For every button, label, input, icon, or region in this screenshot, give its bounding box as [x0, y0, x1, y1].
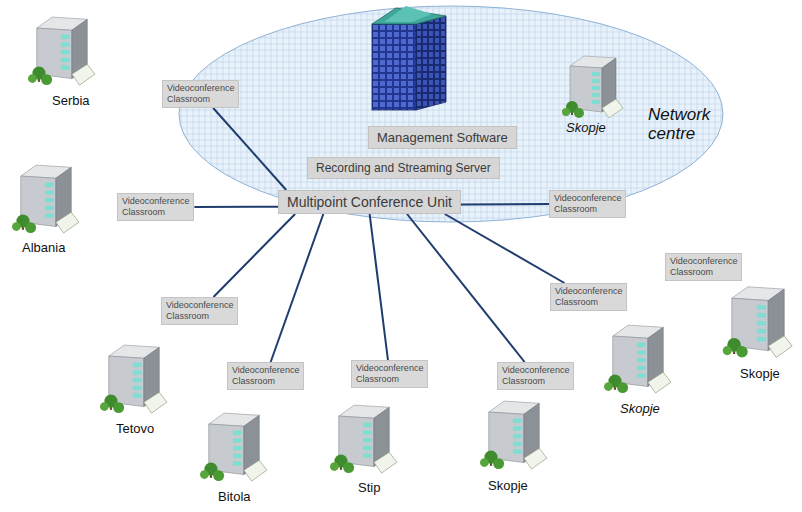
classroom-box: Videoconference Classroom: [117, 193, 194, 221]
box-text: Videoconference Classroom: [167, 83, 234, 105]
classroom-box: Videoconference Classroom: [665, 253, 742, 281]
server-box: Management Software: [368, 126, 517, 149]
office-tower: [372, 6, 446, 110]
box-text: Videoconference Classroom: [502, 365, 569, 387]
classroom-box: Videoconference Classroom: [351, 360, 428, 388]
city-name: Serbia: [52, 93, 90, 108]
box-text: Videoconference Classroom: [166, 300, 233, 322]
video-link: [445, 214, 565, 283]
classroom-box: Videoconference Classroom: [162, 80, 239, 108]
video-link: [370, 214, 388, 360]
classroom-box: Videoconference Classroom: [161, 297, 238, 325]
video-link: [271, 214, 324, 362]
city-name: Bitola: [218, 489, 251, 504]
city-name: Tetovo: [116, 421, 154, 436]
box-text: Multipoint Conference Unit: [287, 194, 452, 210]
server-box: Recording and Streaming Server: [307, 157, 500, 179]
region-ellipse: [179, 6, 723, 222]
box-text: Videoconference Classroom: [356, 363, 423, 385]
classroom-box: Videoconference Classroom: [497, 362, 574, 390]
city-name: Skopje: [488, 478, 528, 493]
city-name: Albania: [22, 240, 65, 255]
network-region: Network centreManagement SoftwareRecordi…: [178, 5, 724, 223]
box-text: Recording and Streaming Server: [316, 161, 491, 175]
video-link: [407, 214, 525, 362]
city-name: Skopje: [740, 366, 780, 381]
box-text: Management Software: [377, 130, 508, 145]
box-text: Videoconference Classroom: [554, 193, 621, 215]
video-link: [194, 206, 278, 208]
box-text: Videoconference Classroom: [232, 365, 299, 387]
classroom-box: Videoconference Classroom: [550, 283, 627, 311]
region-title: Network centre: [648, 105, 710, 143]
classroom-box: Videoconference Classroom: [227, 362, 304, 390]
city-name: Stip: [358, 480, 380, 495]
box-text: Videoconference Classroom: [555, 286, 622, 308]
classroom-box: Videoconference Classroom: [549, 190, 626, 218]
video-link: [461, 203, 549, 205]
server-box: Multipoint Conference Unit: [278, 190, 461, 214]
video-link: [213, 214, 295, 297]
box-text: Videoconference Classroom: [670, 256, 737, 278]
city-name: Skopje: [566, 120, 606, 135]
city-name: Skopje: [620, 401, 660, 416]
box-text: Videoconference Classroom: [122, 196, 189, 218]
